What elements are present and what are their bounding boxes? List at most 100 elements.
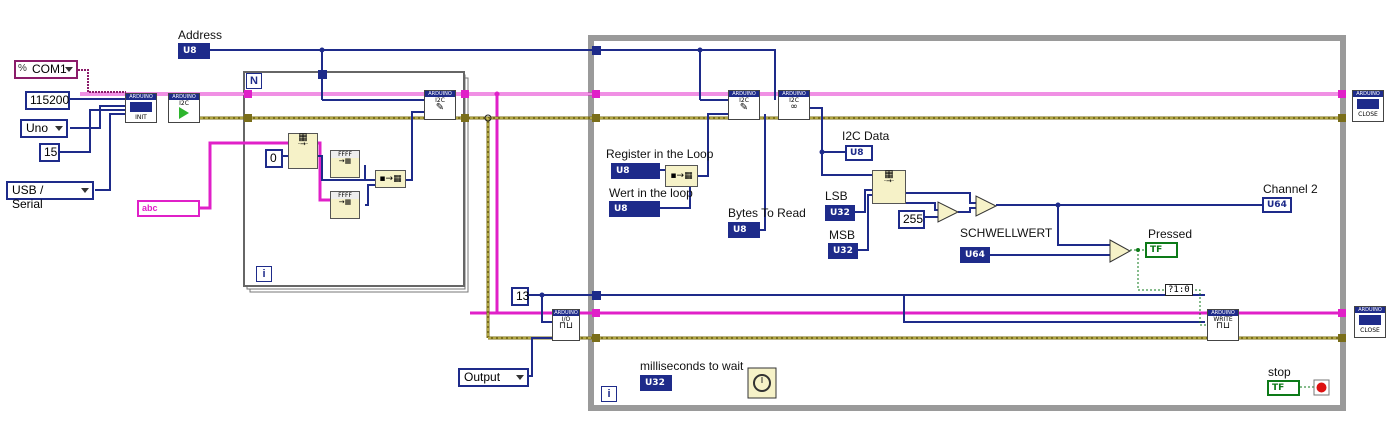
const-255[interactable]: 255 bbox=[898, 210, 925, 229]
build-array-node[interactable]: ▪→▦ bbox=[375, 170, 406, 188]
index-arrow-icon: ·→· bbox=[297, 140, 309, 148]
schwellwert-terminal[interactable]: U64 bbox=[960, 247, 990, 263]
connection-type-control[interactable]: USB / Serial bbox=[6, 181, 94, 211]
index-zero-constant[interactable]: 0 bbox=[265, 149, 283, 168]
square-wave-icon: ⊓⊔ bbox=[1215, 321, 1231, 331]
ffff-icon: FFFF bbox=[331, 192, 359, 199]
pressed-label: Pressed bbox=[1148, 227, 1193, 241]
register-in-loop-label: Register in the Loop bbox=[606, 147, 714, 161]
string-to-byte-array-node-2[interactable]: FFFF →▦ bbox=[330, 191, 360, 219]
digital-write-vi[interactable]: ARDUINO WRITE ⊓⊔ bbox=[1207, 309, 1239, 341]
bytes-to-read-label: Bytes To Read bbox=[728, 206, 806, 220]
while-loop-frame bbox=[588, 35, 1346, 411]
board-icon bbox=[1359, 315, 1381, 325]
stop-control[interactable]: TF bbox=[1267, 380, 1300, 396]
vi-header: ARDUINO bbox=[729, 91, 759, 97]
build-array-icon: ▪→▦ bbox=[379, 174, 402, 184]
bool-to-01-node[interactable]: ?1:0 bbox=[1165, 284, 1193, 296]
vi-caption: I/O bbox=[561, 316, 571, 323]
arduino-init-vi[interactable]: ARDUINO INIT bbox=[125, 93, 157, 123]
com-port-control[interactable]: % COM1 bbox=[14, 60, 78, 79]
square-wave-icon: ⊓⊔ bbox=[558, 321, 574, 331]
msb-label: MSB bbox=[829, 228, 856, 242]
wert-in-loop-label: Wert in the loop bbox=[609, 186, 693, 200]
board-type-control[interactable]: Uno bbox=[20, 119, 68, 138]
string-constant[interactable]: abc bbox=[137, 200, 200, 217]
vi-header: ARDUINO bbox=[1353, 91, 1383, 97]
vi-caption: I2C bbox=[739, 97, 749, 104]
arduino-close-vi-1[interactable]: ARDUINO CLOSE bbox=[1352, 90, 1384, 122]
vi-header: ARDUINO bbox=[1208, 310, 1238, 316]
stop-label: stop bbox=[1268, 365, 1291, 379]
i2c-read-vi[interactable]: ARDUINO I2C ∞ bbox=[778, 90, 810, 120]
chevron-down-icon bbox=[516, 375, 524, 380]
while-loop-iteration-terminal: i bbox=[601, 386, 617, 402]
visa-icon: % bbox=[18, 63, 27, 74]
vi-header: ARDUINO bbox=[1355, 307, 1385, 313]
index-array-i2c-node[interactable]: ▦ ·→· bbox=[872, 170, 906, 204]
chevron-down-icon bbox=[81, 188, 89, 193]
chevron-down-icon bbox=[55, 126, 63, 131]
vi-caption: I2C bbox=[179, 100, 189, 107]
i2c-init-vi[interactable]: ARDUINO I2C bbox=[168, 93, 200, 123]
vi-caption: INIT bbox=[135, 114, 147, 121]
ms-to-wait-terminal[interactable]: U32 bbox=[640, 375, 672, 391]
lsb-label: LSB bbox=[825, 189, 848, 203]
vi-header: ARDUINO bbox=[126, 94, 156, 100]
vi-caption: I2C bbox=[435, 97, 445, 104]
set-digital-pin-mode-vi[interactable]: ARDUINO I/O ⊓⊔ bbox=[552, 309, 580, 341]
i2c-write-vi-for[interactable]: ARDUINO I2C ✎ bbox=[424, 90, 456, 120]
com-port-value: COM1 bbox=[32, 62, 67, 76]
pencil-icon: ✎ bbox=[435, 102, 445, 113]
pencil-icon: ✎ bbox=[739, 102, 749, 113]
vi-caption: WRITE bbox=[1213, 316, 1233, 323]
channel2-indicator[interactable]: U64 bbox=[1262, 197, 1292, 213]
string-to-byte-array-node-1[interactable]: FFFF →▦ bbox=[330, 150, 360, 178]
pin-13-constant[interactable]: 13 bbox=[511, 287, 529, 306]
bytes-to-read-terminal[interactable]: U8 bbox=[728, 222, 760, 238]
less-than-node bbox=[1109, 239, 1132, 263]
schwellwert-label: SCHWELLWERT bbox=[960, 226, 1053, 240]
for-loop-iteration-terminal: i bbox=[256, 266, 272, 282]
baud-rate-control[interactable]: 115200 bbox=[25, 91, 70, 110]
vi-header: ARDUINO bbox=[779, 91, 809, 97]
i2c-data-indicator[interactable]: U8 bbox=[845, 145, 873, 161]
pressed-indicator[interactable]: TF bbox=[1145, 242, 1178, 258]
convert-arrow-icon: →▦ bbox=[338, 198, 352, 206]
vi-caption: CLOSE bbox=[1360, 327, 1380, 334]
board-icon bbox=[1357, 99, 1379, 109]
i2c-write-vi[interactable]: ARDUINO I2C ✎ bbox=[728, 90, 760, 120]
ffff-icon: FFFF bbox=[331, 151, 359, 158]
array-grid-icon: ▦ bbox=[884, 169, 894, 180]
address-label: Address bbox=[178, 28, 223, 42]
pin-mode-control[interactable]: Output bbox=[458, 368, 529, 387]
vi-caption: I2C bbox=[789, 97, 799, 104]
chevron-down-icon bbox=[65, 67, 73, 72]
vi-header: ARDUINO bbox=[425, 91, 455, 97]
for-loop-count-terminal[interactable]: N bbox=[246, 73, 262, 89]
lsb-terminal[interactable]: U32 bbox=[825, 205, 855, 221]
msb-terminal[interactable]: U32 bbox=[828, 243, 858, 259]
vi-header: ARDUINO bbox=[553, 310, 579, 316]
index-array-node[interactable]: ▦ ·→· bbox=[288, 133, 318, 169]
convert-arrow-icon: →▦ bbox=[338, 157, 352, 165]
pin-mode-value: Output bbox=[464, 370, 501, 384]
arduino-close-vi-2[interactable]: ARDUINO CLOSE bbox=[1354, 306, 1386, 338]
array-grid-icon: ▦ bbox=[298, 132, 308, 143]
connection-type-value: USB / Serial bbox=[12, 183, 44, 211]
vi-caption: CLOSE bbox=[1358, 111, 1378, 118]
wert-terminal[interactable]: U8 bbox=[609, 201, 660, 217]
build-array-loop-node[interactable]: ▪→▦ bbox=[665, 165, 698, 187]
address-terminal[interactable]: U8 bbox=[178, 43, 210, 59]
index-arrow-icon: ·→· bbox=[883, 177, 895, 185]
register-terminal[interactable]: U8 bbox=[611, 163, 660, 179]
play-icon bbox=[179, 107, 189, 119]
multiply-node bbox=[937, 201, 960, 223]
ms-to-wait-label: milliseconds to wait bbox=[640, 359, 744, 373]
vi-header: ARDUINO bbox=[169, 94, 199, 100]
board-type-value: Uno bbox=[26, 121, 49, 135]
board-icon bbox=[130, 102, 152, 112]
pins-control[interactable]: 15 bbox=[39, 143, 60, 162]
